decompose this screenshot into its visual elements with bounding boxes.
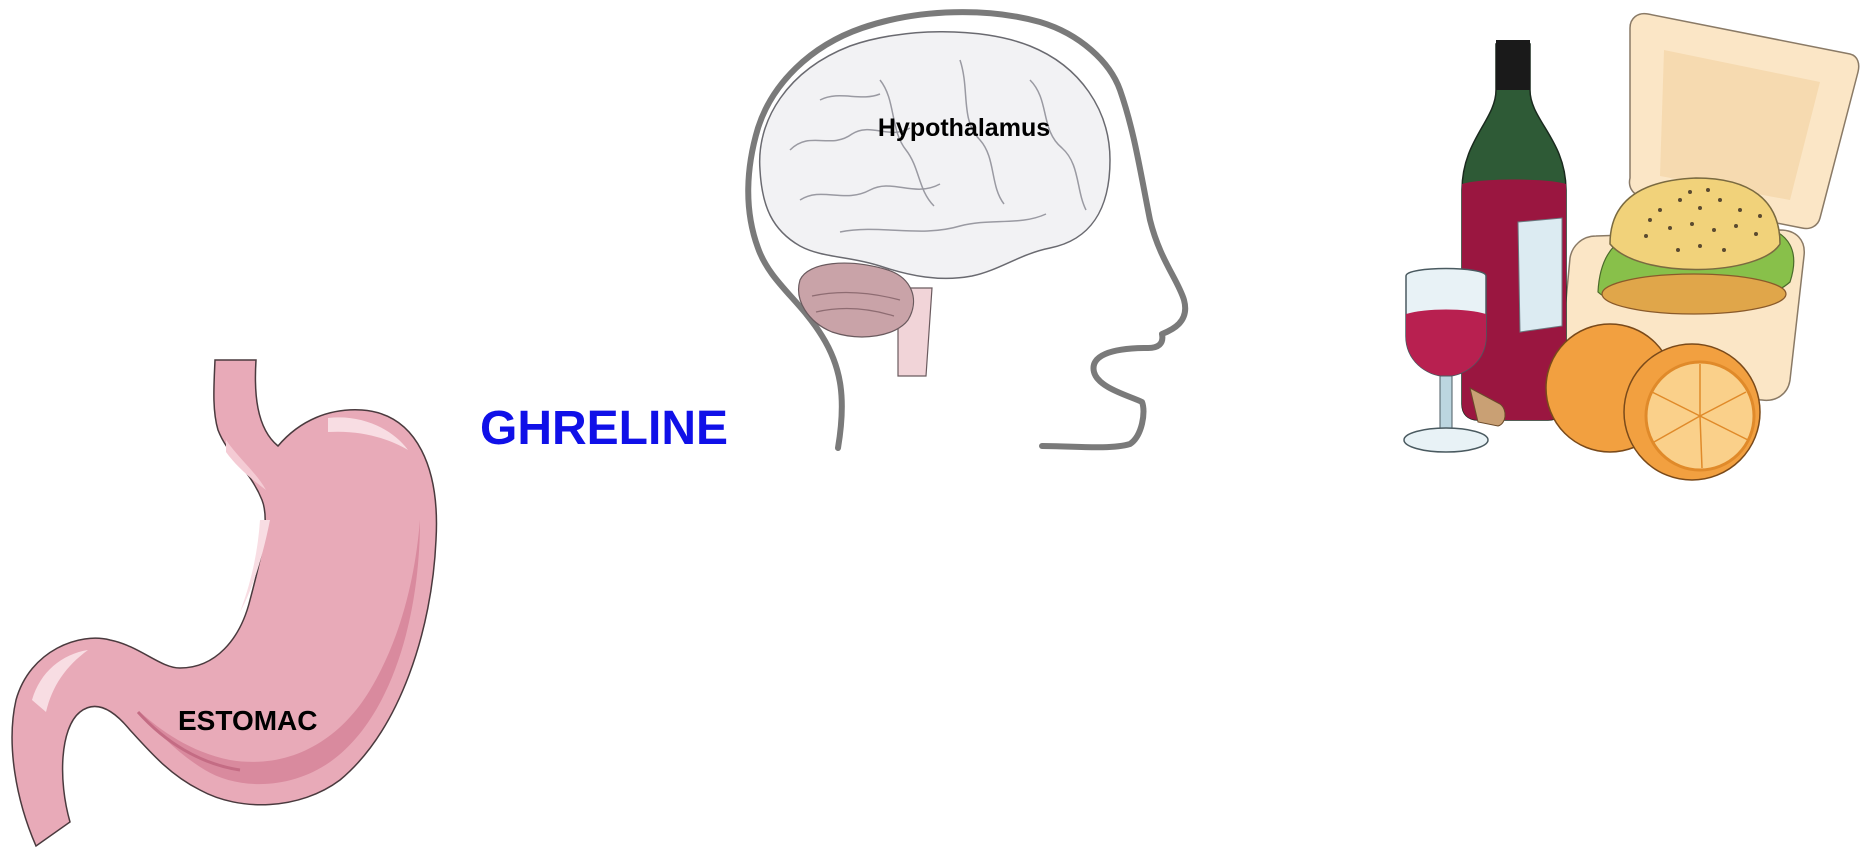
food-icon <box>1404 14 1859 480</box>
hormone-label: GHRELINE <box>480 402 728 455</box>
stomach-label: ESTOMAC <box>178 705 318 736</box>
stomach-icon <box>12 360 436 846</box>
brain-label: Hypothalamus <box>878 114 1050 142</box>
